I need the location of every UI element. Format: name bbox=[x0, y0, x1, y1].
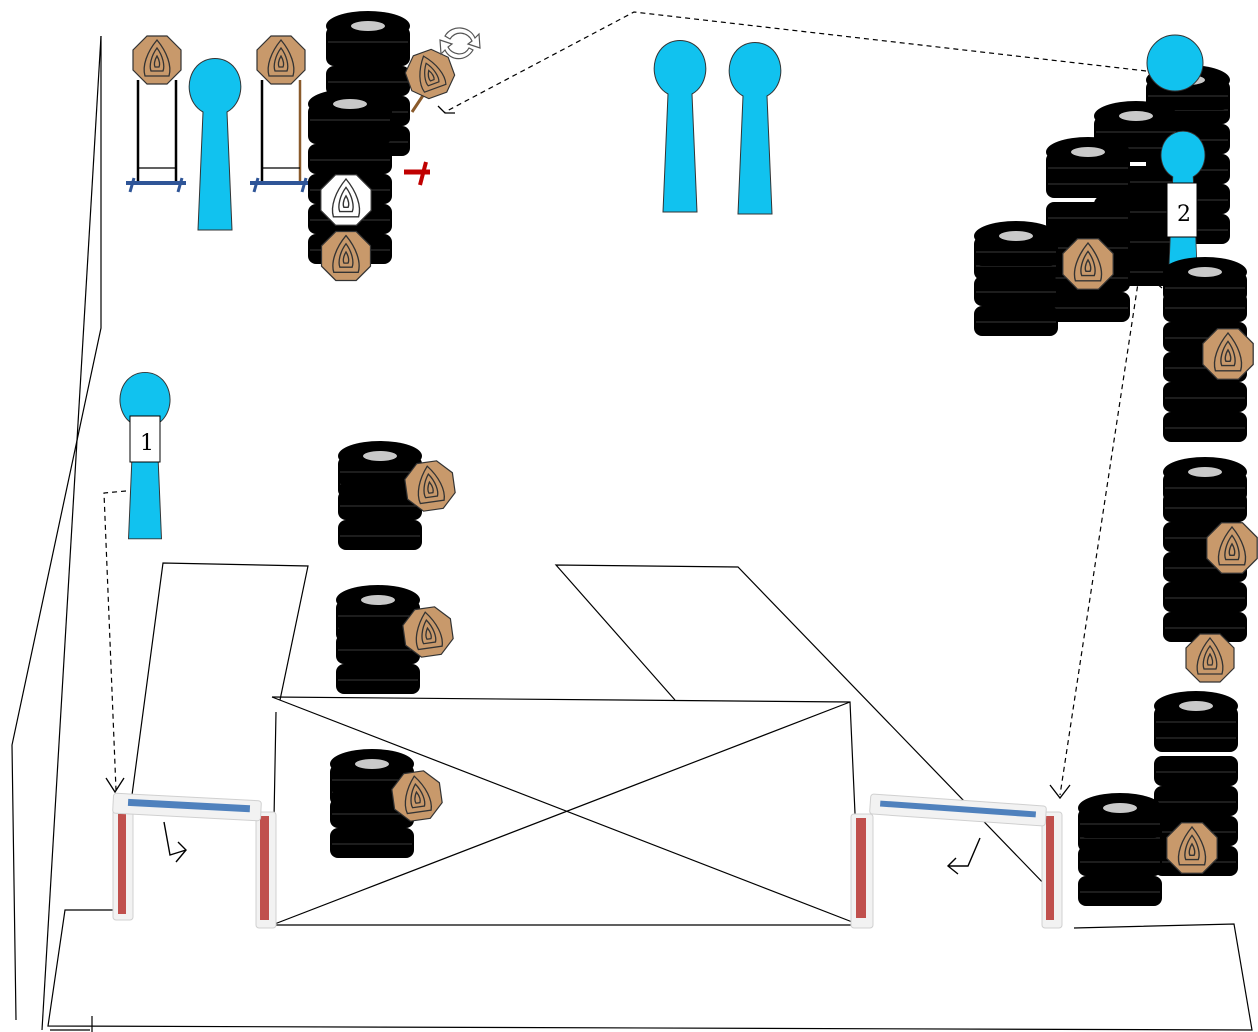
steel-target-7 bbox=[1062, 238, 1114, 290]
turn-arrow-icon bbox=[163, 821, 187, 863]
no-shoot-2 bbox=[653, 40, 707, 213]
steel-target-9 bbox=[1206, 522, 1258, 574]
steel-target-11 bbox=[1166, 822, 1218, 874]
tire-column-right bbox=[1162, 256, 1248, 643]
no-shoot-steel bbox=[320, 174, 372, 226]
position-1-marker bbox=[129, 415, 161, 463]
shooting-port-left bbox=[112, 792, 277, 929]
target-stand-left bbox=[126, 80, 186, 193]
tire-stack-right-mid1 bbox=[1045, 136, 1131, 323]
tire-stack-right-bottom-front bbox=[1077, 792, 1163, 907]
no-shoot-5 bbox=[1146, 34, 1204, 92]
steel-target-1 bbox=[132, 35, 182, 85]
steel-target-2 bbox=[256, 35, 306, 85]
turn-arrow-icon bbox=[946, 837, 981, 875]
shooting-port-right bbox=[850, 793, 1063, 929]
rotate-arrow-icon bbox=[439, 27, 481, 60]
arrowheads bbox=[105, 105, 1071, 800]
position-2-label: 2 bbox=[1177, 202, 1191, 227]
tire-stack-right-front bbox=[973, 220, 1059, 337]
position-2-marker bbox=[1166, 182, 1198, 238]
steel-target-10 bbox=[1185, 633, 1235, 683]
steel-target-3 bbox=[320, 230, 372, 282]
no-shoot-3 bbox=[728, 42, 782, 215]
position-1-label: 1 bbox=[140, 431, 154, 456]
no-shoot-1 bbox=[188, 58, 242, 231]
target-stand-right bbox=[250, 80, 310, 193]
steel-target-8 bbox=[1202, 328, 1254, 380]
